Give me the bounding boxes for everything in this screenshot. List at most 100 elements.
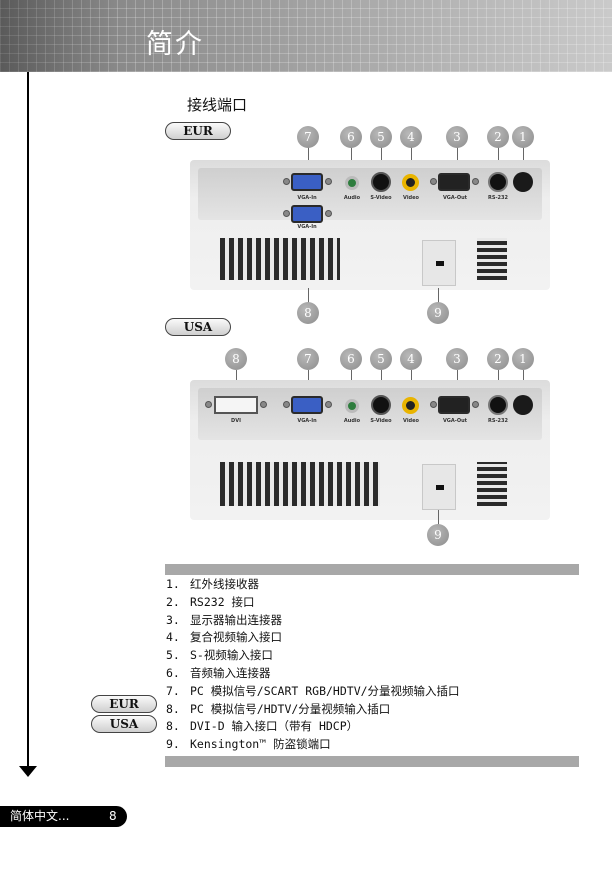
item-number: 6. [166, 665, 180, 680]
screw [205, 401, 212, 408]
item-number: 8. [166, 719, 180, 734]
screw [430, 401, 437, 408]
item-number: 9. [166, 737, 180, 752]
port-label: S-Video [370, 195, 392, 201]
item-text: S-视频输入接口 [190, 648, 273, 663]
port-strip [198, 168, 542, 220]
port-list: 1. 红外线接收器 2. RS232 接口 3. 显示器输出连接器 4. 复合视频输入接… [166, 576, 460, 754]
eur-rear-panel: VGA-In VGA-In Audio S-Video Video VGA-Ou… [190, 160, 550, 290]
port-label: Audio [343, 195, 361, 201]
s-video-port [371, 172, 391, 192]
list-item: 5. S-视频输入接口 [166, 647, 460, 665]
callout-badge: 5 [370, 126, 392, 148]
list-item: 3. 显示器输出连接器 [166, 612, 460, 630]
port-label: VGA-Out [442, 195, 468, 201]
kensington-lock-area [422, 240, 456, 286]
item-text: 显示器输出连接器 [190, 612, 282, 627]
callout-badge: 3 [446, 126, 468, 148]
vga-in-port [291, 173, 323, 191]
list-item: 6. 音频输入连接器 [166, 665, 460, 683]
screw [260, 401, 267, 408]
callout-badge: 6 [340, 348, 362, 370]
port-label: S-Video [370, 418, 392, 424]
port-label: VGA-In [297, 418, 317, 424]
port-label: DVI [231, 418, 241, 424]
callout-badge: 5 [370, 348, 392, 370]
item-text: 音频输入连接器 [190, 665, 271, 680]
side-eur-tag: EUR [91, 695, 157, 713]
list-item: 8. DVI-D 输入接口（带有 HDCP） [166, 718, 460, 736]
vga-out-port [438, 173, 470, 191]
eur-tag: EUR [165, 122, 231, 140]
header-banner: 简介 [0, 0, 612, 72]
s-video-port [371, 395, 391, 415]
video-port [402, 174, 419, 191]
vent-grille-right [477, 462, 507, 506]
list-item: 4. 复合视频输入接口 [166, 629, 460, 647]
screw [430, 178, 437, 185]
callout-badge: 3 [446, 348, 468, 370]
callout-badge: 2 [487, 126, 509, 148]
item-number: 3. [166, 612, 180, 627]
page-number: 8 [109, 809, 117, 823]
vent-grille [220, 238, 340, 280]
usa-rear-panel: DVI VGA-In Audio S-Video Video VGA-Out R… [190, 380, 550, 520]
footer-section-label: 简体中文... [10, 809, 70, 823]
leader-line [438, 288, 439, 304]
screw [283, 178, 290, 185]
port-label: Video [403, 195, 419, 201]
port-label: RS-232 [488, 195, 508, 201]
list-item: 8.PC 模拟信号/HDTV/分量视频输入插口 [166, 701, 460, 719]
ir-receiver [513, 172, 533, 192]
screw [283, 401, 290, 408]
callout-badge: 2 [487, 348, 509, 370]
port-label: VGA-In [297, 224, 317, 230]
callout-badge: 4 [400, 348, 422, 370]
screw [325, 401, 332, 408]
vga-in-port [291, 396, 323, 414]
vga-out-port [438, 396, 470, 414]
vga-in-port-2 [291, 205, 323, 223]
kensington-lock-area [422, 464, 456, 510]
port-label: Video [403, 418, 419, 424]
screw [325, 210, 332, 217]
item-text: DVI-D 输入接口（带有 HDCP） [190, 719, 359, 734]
port-label: RS-232 [488, 418, 508, 424]
screw [472, 178, 479, 185]
callout-badge: 6 [340, 126, 362, 148]
side-usa-tag: USA [91, 715, 157, 733]
rs232-port [488, 172, 508, 192]
screw [283, 210, 290, 217]
callout-badge: 1 [512, 126, 534, 148]
item-number: 1. [166, 577, 180, 591]
callout-badge: 9 [427, 524, 449, 546]
list-item: 2. RS232 接口 [166, 594, 460, 612]
callout-badge: 7 [297, 126, 319, 148]
item-number: 7. [166, 683, 180, 698]
callout-badge: 9 [427, 302, 449, 324]
lock-slot [436, 261, 444, 266]
down-arrow-icon [19, 766, 37, 777]
item-number: 4. [166, 630, 180, 645]
leader-line [438, 510, 439, 526]
list-item: 1. 红外线接收器 [166, 576, 460, 594]
ir-receiver [513, 395, 533, 415]
vent-grille [220, 462, 380, 506]
dvi-port [214, 396, 258, 414]
port-label: VGA-In [297, 195, 317, 201]
callout-badge: 8 [297, 302, 319, 324]
item-number: 5. [166, 648, 180, 663]
item-text: 复合视频输入接口 [190, 630, 282, 645]
item-text: PC 模拟信号/HDTV/分量视频输入插口 [190, 701, 391, 716]
rs232-port [488, 395, 508, 415]
footer-section-tab: 简体中文... [0, 806, 127, 827]
list-item: 9.Kensington™ 防盗锁端口 [166, 736, 460, 754]
section-title: 接线端口 [187, 96, 248, 114]
lock-slot [436, 485, 444, 490]
item-text: 红外线接收器 [190, 577, 259, 591]
audio-jack [345, 176, 359, 190]
callout-badge: 4 [400, 126, 422, 148]
item-text: RS232 接口 [190, 594, 255, 609]
list-bottom-bar [165, 756, 579, 767]
item-number: 2. [166, 594, 180, 609]
